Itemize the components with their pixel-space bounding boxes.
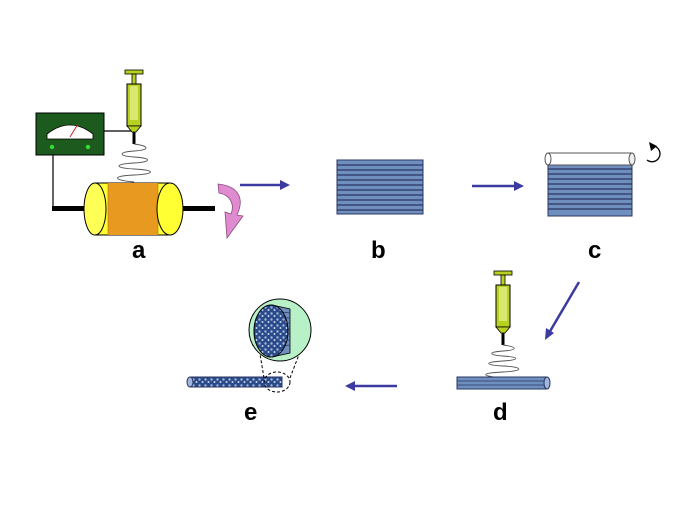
tube-d: [456, 376, 551, 390]
step-a-setup: [35, 69, 244, 240]
rotate-ccw-icon: [646, 145, 661, 163]
step-c-rolling: [544, 142, 661, 217]
step-d-coating: [456, 270, 551, 390]
label-b: b: [371, 237, 386, 264]
wire-to-collector: [52, 155, 85, 209]
fiber-jet-a: [117, 143, 151, 183]
rotating-drum: [52, 182, 215, 236]
rotation-arrow-icon: [217, 183, 244, 240]
step-b-fiber-mat: [336, 159, 424, 215]
fiber-jet-d: [485, 344, 520, 379]
arrow-a-to-b: [240, 180, 290, 190]
label-a: a: [132, 237, 146, 264]
voltmeter: [35, 112, 105, 156]
label-d: d: [493, 399, 508, 426]
label-e: e: [244, 399, 258, 426]
syringe-d: [493, 270, 513, 345]
step-e-final-tube: [186, 298, 312, 393]
syringe-a: [124, 69, 144, 144]
cross-section-inset: [248, 298, 312, 362]
label-c: c: [588, 237, 602, 264]
arrow-c-to-d: [545, 281, 581, 340]
arrow-d-to-e: [345, 381, 397, 391]
arrow-b-to-c: [472, 181, 524, 191]
zoom-region: [263, 371, 291, 393]
